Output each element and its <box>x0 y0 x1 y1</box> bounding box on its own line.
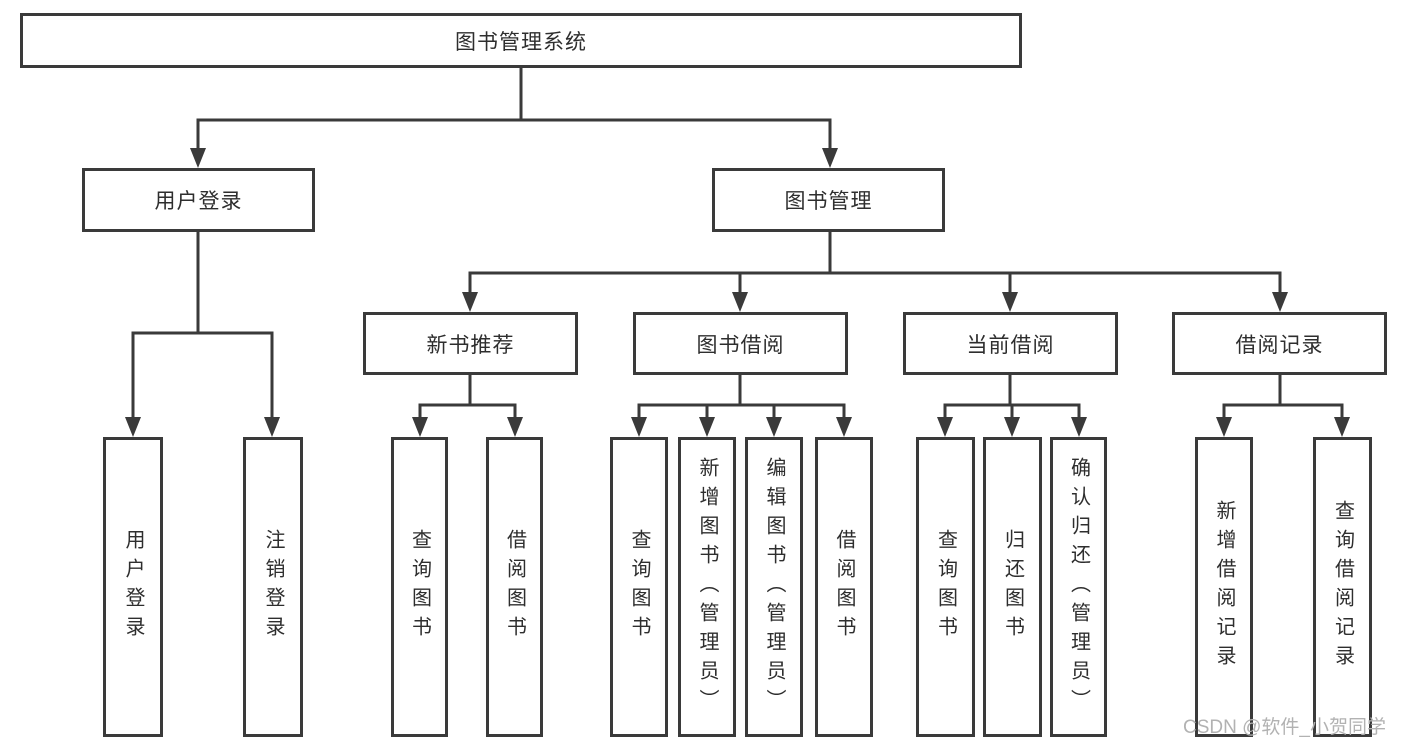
leaf-label: 查询图书 <box>628 529 650 645</box>
node-label: 新书推荐 <box>426 333 515 357</box>
leaf-label: 新增借阅记录 <box>1213 500 1235 674</box>
leaf-query-books-recommend: 查询图书 <box>391 437 448 737</box>
leaf-label: 查询图书 <box>934 529 957 645</box>
leaf-label: 编辑图书（管理员） <box>763 456 785 718</box>
node-book-management: 图书管理 <box>712 168 945 232</box>
node-label: 用户登录 <box>154 190 243 213</box>
csdn-watermark: CSDN @软件_小贺同学 <box>1183 717 1386 738</box>
node-label: 图书借阅 <box>696 333 785 357</box>
node-label: 图书管理 <box>784 190 873 213</box>
node-label: 图书管理系统 <box>455 30 587 54</box>
node-label: 借阅记录 <box>1235 333 1324 357</box>
leaf-add-borrow-record: 新增借阅记录 <box>1195 437 1253 737</box>
leaf-logout: 注销登录 <box>243 437 303 737</box>
node-user-login: 用户登录 <box>82 168 315 232</box>
node-new-book-recommendation: 新书推荐 <box>363 312 578 375</box>
leaf-label: 查询借阅记录 <box>1331 500 1354 674</box>
leaf-add-books-admin: 新增图书（管理员） <box>678 437 736 737</box>
leaf-label: 新增图书（管理员） <box>696 456 718 718</box>
leaf-query-books-borrow: 查询图书 <box>610 437 668 737</box>
leaf-label: 借阅图书 <box>833 529 855 645</box>
leaf-confirm-return-admin: 确认归还（管理员） <box>1050 437 1107 737</box>
node-label: 当前借阅 <box>966 333 1055 357</box>
node-current-borrowing: 当前借阅 <box>903 312 1118 375</box>
leaf-borrow-books: 借阅图书 <box>815 437 873 737</box>
leaf-query-books-current: 查询图书 <box>916 437 975 737</box>
leaf-return-books: 归还图书 <box>983 437 1042 737</box>
leaf-label: 注销登录 <box>262 529 284 645</box>
leaf-label: 借阅图书 <box>503 529 526 645</box>
leaf-query-borrow-record: 查询借阅记录 <box>1313 437 1372 737</box>
node-book-borrowing: 图书借阅 <box>633 312 848 375</box>
leaf-label: 归还图书 <box>1001 529 1024 645</box>
arrowheads <box>125 148 1350 437</box>
leaf-borrow-books-recommend: 借阅图书 <box>486 437 543 737</box>
leaf-label: 用户登录 <box>122 529 144 645</box>
leaf-edit-books-admin: 编辑图书（管理员） <box>745 437 803 737</box>
leaf-label: 确认归还（管理员） <box>1067 456 1090 718</box>
node-borrowing-records: 借阅记录 <box>1172 312 1387 375</box>
node-library-management-system: 图书管理系统 <box>20 13 1022 68</box>
leaf-user-login: 用户登录 <box>103 437 163 737</box>
leaf-label: 查询图书 <box>408 529 431 645</box>
